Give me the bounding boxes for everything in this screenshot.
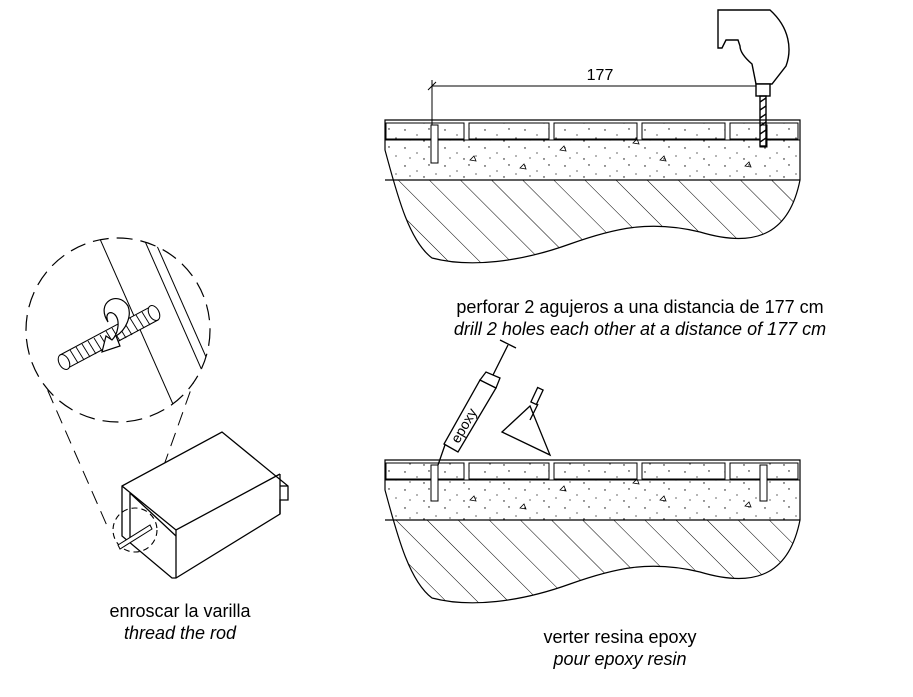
slab-block bbox=[121, 431, 289, 579]
pour-caption-es: verter resina epoxy bbox=[543, 627, 697, 647]
dimension-value: 177 bbox=[587, 67, 614, 84]
epoxy-syringe-icon bbox=[437, 339, 517, 466]
drill-hole-left bbox=[430, 464, 439, 502]
drill-hole-left bbox=[430, 124, 439, 164]
paving-tiles bbox=[385, 122, 799, 140]
drill-section: 177 bbox=[384, 9, 801, 264]
thread-caption-es: enroscar la varilla bbox=[109, 601, 251, 621]
drill-icon bbox=[717, 9, 790, 147]
drill-caption-en: drill 2 holes each other at a distance o… bbox=[453, 319, 827, 339]
drill-hole-right bbox=[759, 464, 768, 502]
trowel-icon bbox=[500, 386, 552, 457]
rod-stub bbox=[117, 524, 153, 550]
thread-caption: enroscar la varilla thread the rod bbox=[90, 600, 270, 644]
pour-section: epoxy bbox=[384, 339, 801, 604]
drill-caption-es: perforar 2 agujeros a una distancia de 1… bbox=[456, 297, 824, 317]
thread-section bbox=[25, 237, 289, 579]
aggregate-marks bbox=[469, 478, 752, 510]
tube-label: epoxy bbox=[447, 405, 480, 445]
paving-tiles bbox=[385, 462, 799, 480]
pour-caption: verter resina epoxy pour epoxy resin bbox=[480, 626, 760, 670]
aggregate-marks bbox=[469, 138, 752, 170]
rotation-arrow-icon bbox=[101, 297, 130, 353]
dimension-line bbox=[427, 80, 770, 125]
pour-caption-en: pour epoxy resin bbox=[553, 649, 687, 669]
drill-caption: perforar 2 agujeros a una distancia de 1… bbox=[385, 296, 895, 340]
detail-circle bbox=[112, 507, 158, 553]
thread-caption-en: thread the rod bbox=[123, 623, 237, 643]
